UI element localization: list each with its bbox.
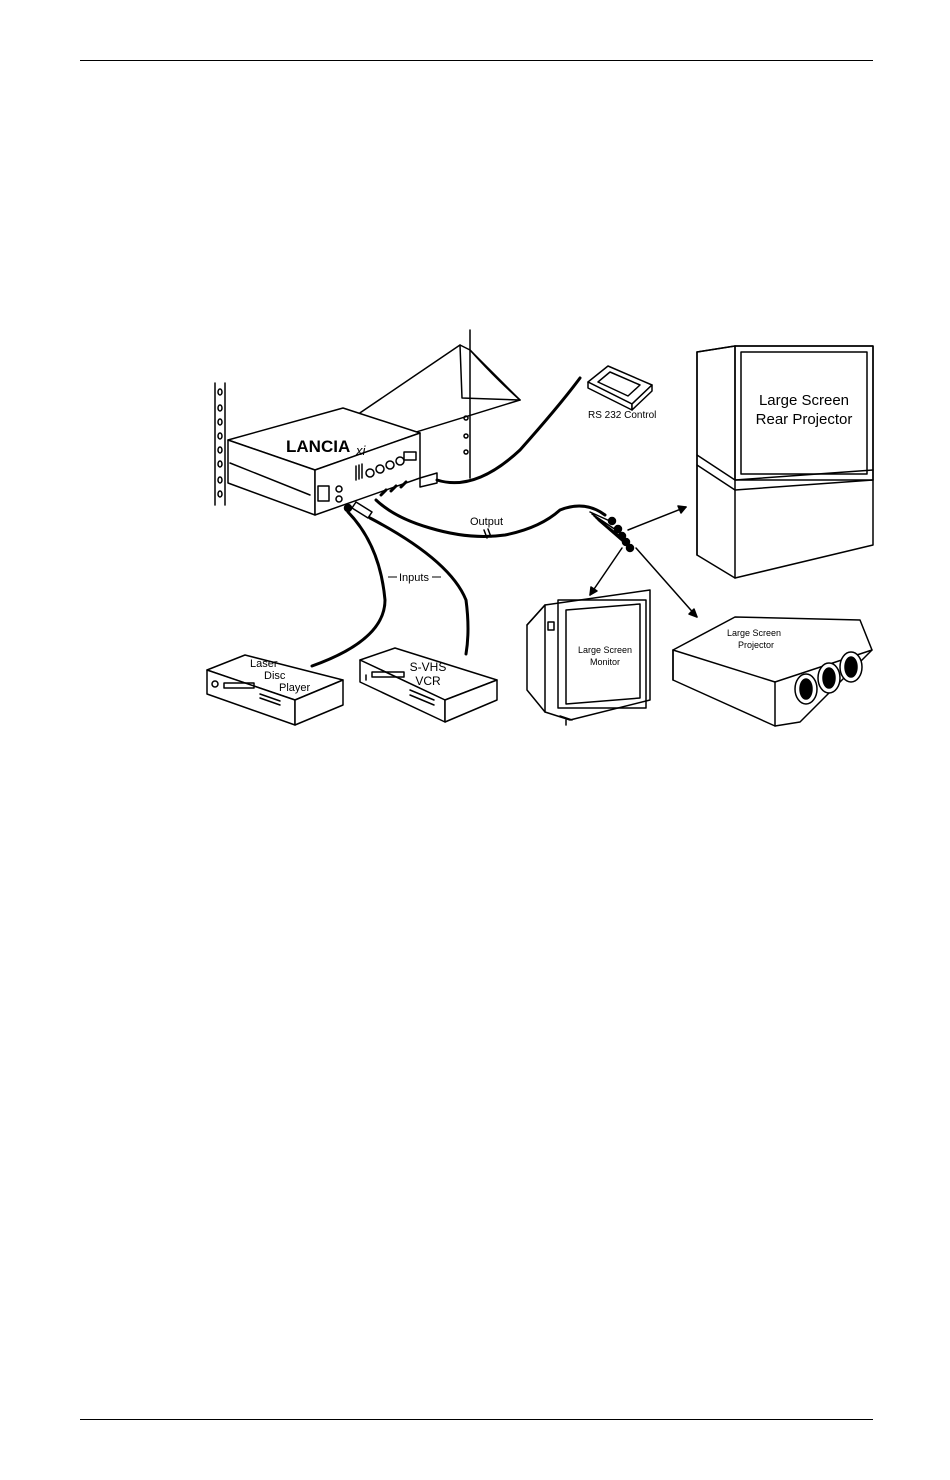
laserdisc-label-2: Disc: [264, 670, 286, 682]
rear-projector-label-2: Rear Projector: [756, 411, 853, 428]
rack-rail: [215, 383, 225, 505]
vcr-label-2: VCR: [415, 674, 441, 688]
rear-projector: [697, 346, 873, 578]
large-screen-monitor: [527, 590, 650, 725]
lancia-unit: [228, 408, 420, 518]
rear-projector-label-1: Large Screen: [759, 392, 849, 409]
projector-label-1: Large Screen: [727, 628, 781, 638]
rs232-cable: [420, 378, 580, 487]
projector-label-2: Projector: [738, 640, 774, 650]
laserdisc-label-1: Laser: [250, 658, 278, 670]
laserdisc-label-3: Player: [279, 682, 311, 694]
monitor-label-2: Monitor: [590, 657, 620, 667]
rs232-label: RS 232 Control: [588, 410, 656, 421]
monitor-label-1: Large Screen: [578, 645, 632, 655]
input-cables: [312, 512, 468, 666]
output-label: Output: [470, 516, 503, 528]
vcr-label-1: S-VHS: [410, 660, 447, 674]
device-brand-label: LANCIA: [286, 437, 350, 456]
inputs-label: Inputs: [399, 572, 429, 584]
rs232-keypad: [588, 366, 652, 410]
output-breakout: [590, 512, 634, 552]
device-suffix-label: xi: [355, 443, 367, 458]
output-cable: [376, 482, 605, 538]
